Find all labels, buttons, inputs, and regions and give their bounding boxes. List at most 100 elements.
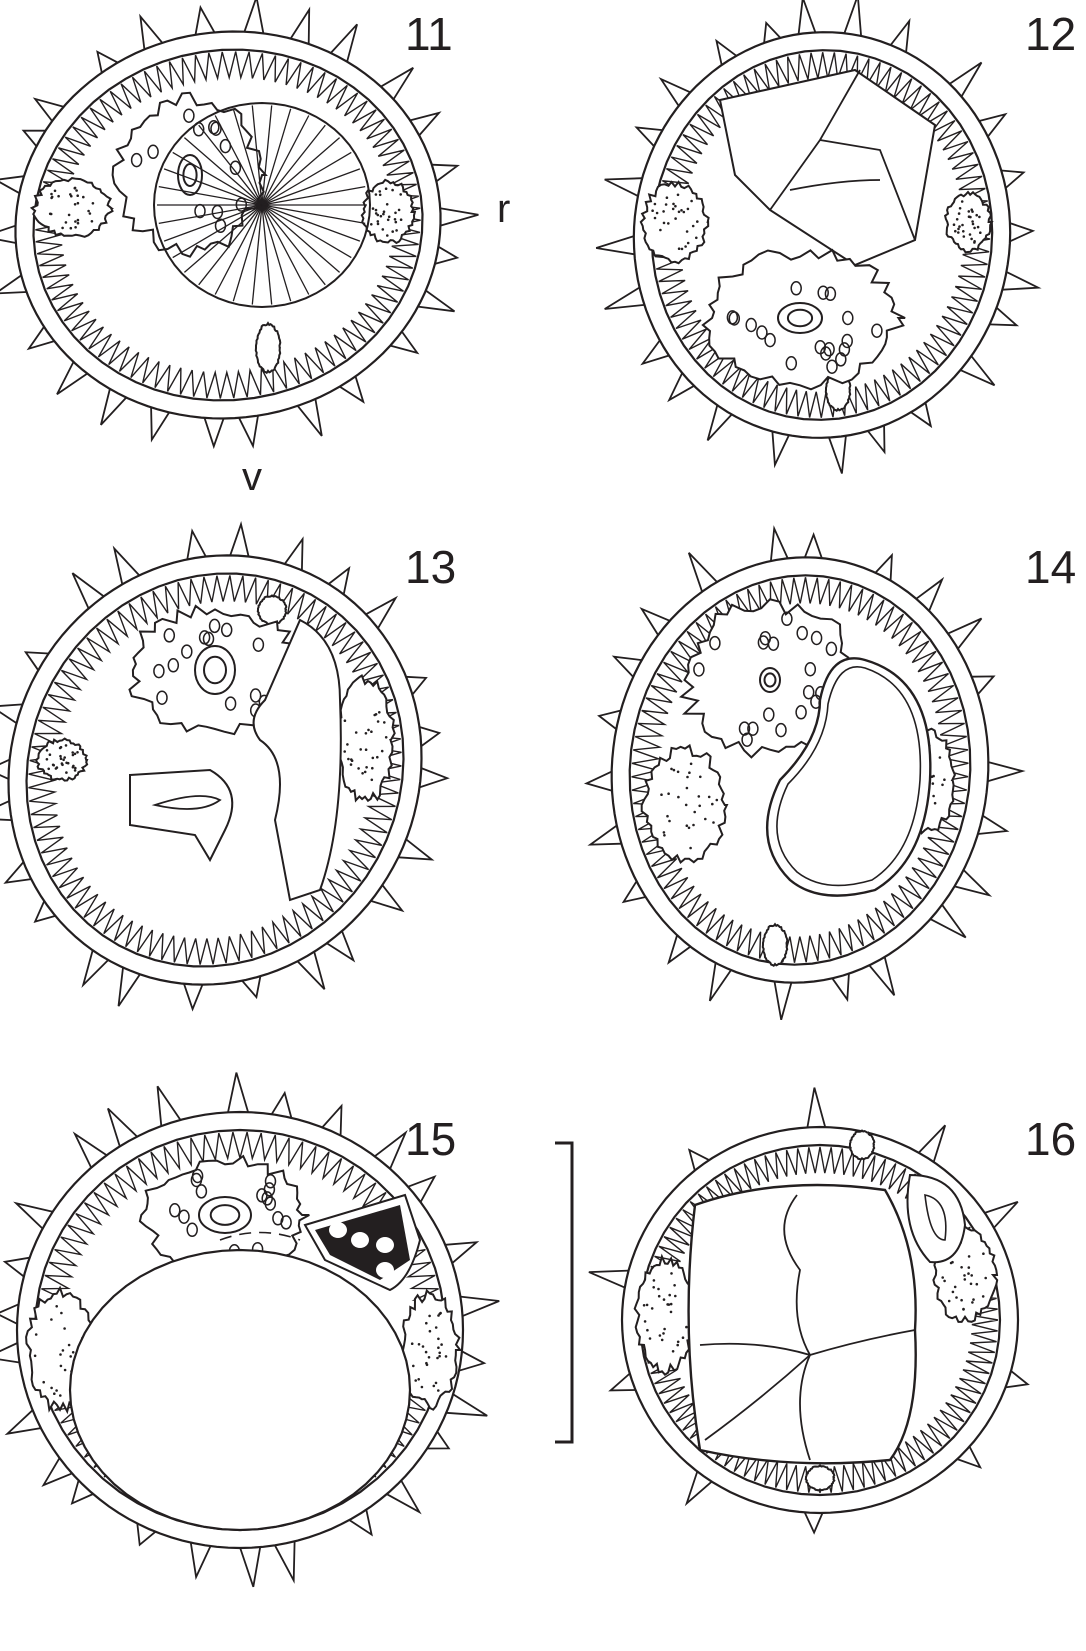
wall-spine	[459, 1351, 484, 1370]
stipple-dot	[61, 227, 64, 230]
stipple-dot	[963, 1274, 966, 1277]
radial-striation	[262, 138, 340, 205]
stipple-dot	[943, 1280, 946, 1283]
stipple-dot	[932, 775, 935, 778]
stipple-dot	[677, 1341, 680, 1344]
stipple-dot	[652, 1286, 655, 1289]
stipple-dot	[367, 729, 370, 732]
stipple-dot	[977, 226, 980, 229]
wall-spine	[375, 1133, 406, 1169]
wall-spine	[605, 288, 645, 310]
stipple-dot	[377, 720, 380, 723]
wall-spine	[298, 952, 325, 989]
figure-number-13: 13	[405, 541, 456, 593]
stipple-dot	[657, 1288, 660, 1291]
stipple-dot	[959, 207, 962, 210]
stipple-dot	[60, 1312, 63, 1315]
orientation-label-r: r	[497, 187, 510, 231]
figure-number-14: 14	[1025, 541, 1076, 593]
stipple-dot	[74, 753, 77, 756]
stipple-dot	[400, 218, 403, 221]
wall-spine	[73, 573, 104, 608]
stipple-dot	[355, 731, 358, 734]
radial-striation	[262, 205, 340, 272]
stipple-dot	[59, 1353, 62, 1356]
stipple-dot	[60, 757, 63, 760]
wall-spine	[244, 0, 263, 33]
stipple-dot	[375, 209, 378, 212]
stipple-dot	[681, 248, 684, 251]
stipple-dot	[957, 228, 960, 231]
stipple-dot	[74, 769, 77, 772]
wall-spine	[191, 1543, 211, 1577]
stipple-dot	[646, 1329, 649, 1332]
stipple-dot	[674, 205, 677, 208]
stipple-dot	[686, 230, 689, 233]
wall-spine	[948, 619, 982, 649]
wall-spine	[44, 1458, 73, 1485]
stipple-dot	[77, 222, 80, 225]
stipple-dot	[954, 230, 957, 233]
stipple-dot	[346, 743, 349, 746]
stipple-dot	[68, 214, 71, 217]
stipple-dot	[690, 200, 693, 203]
stipple-dot	[435, 1382, 438, 1385]
stipple-dot	[970, 1274, 973, 1277]
stipple-dot	[972, 223, 975, 226]
stipple-dot	[55, 1389, 58, 1392]
figure-number-16: 16	[1025, 1113, 1076, 1165]
stipple-dot	[683, 211, 686, 214]
stipple-dot	[684, 245, 687, 248]
stipple-dot	[62, 1349, 65, 1352]
stipple-dot	[688, 771, 691, 774]
stipple-dot	[50, 193, 53, 196]
wall-spine	[669, 373, 694, 400]
stipple-dot	[673, 1284, 676, 1287]
stipple-dot	[680, 209, 683, 212]
stipple-dot	[382, 228, 385, 231]
pore-notch	[850, 1131, 875, 1160]
granule-hole	[376, 1237, 394, 1253]
wall-spine	[398, 839, 431, 859]
stipple-dot	[388, 216, 391, 219]
stipple-dot	[428, 1356, 431, 1359]
pore-notch	[258, 596, 287, 625]
stipple-dot	[668, 820, 671, 823]
stipple-dot	[643, 1304, 646, 1307]
stipple-dot	[359, 748, 362, 751]
stipple-dot	[968, 210, 971, 213]
stipple-dot	[91, 220, 94, 223]
stipple-dot	[74, 220, 77, 223]
stipple-dot	[963, 235, 966, 238]
stipple-dot	[982, 1295, 985, 1298]
wall-spine	[661, 79, 690, 106]
stipple-dot	[399, 193, 402, 196]
stipple-dot	[961, 224, 964, 227]
stipple-dot	[387, 219, 390, 222]
stipple-dot	[677, 771, 680, 774]
stipple-dot	[365, 766, 368, 769]
stipple-dot	[982, 1252, 985, 1255]
stipple-dot	[941, 1276, 944, 1279]
stipple-dot	[60, 746, 63, 749]
stipple-dot	[654, 217, 657, 220]
stipple-dot	[68, 1344, 71, 1347]
stipple-dot	[398, 209, 401, 212]
stipple-dot	[693, 811, 696, 814]
granule-hole	[376, 1262, 394, 1278]
stipple-dot	[87, 210, 90, 213]
wall-spine	[108, 1109, 137, 1147]
wall-spine	[805, 1512, 823, 1532]
stipple-dot	[687, 208, 690, 211]
stipple-dot	[435, 1326, 438, 1329]
stipple-dot	[357, 767, 360, 770]
wall-spine	[327, 931, 354, 960]
wall-spine	[772, 432, 789, 465]
stipple-dot	[63, 756, 66, 759]
spore-figure-12	[596, 0, 1038, 474]
stipple-dot	[60, 1365, 63, 1368]
stipple-dot	[682, 1336, 685, 1339]
wall-spine	[0, 1304, 19, 1324]
wall-spine	[669, 935, 691, 962]
spore-figure-16	[589, 1088, 1028, 1533]
